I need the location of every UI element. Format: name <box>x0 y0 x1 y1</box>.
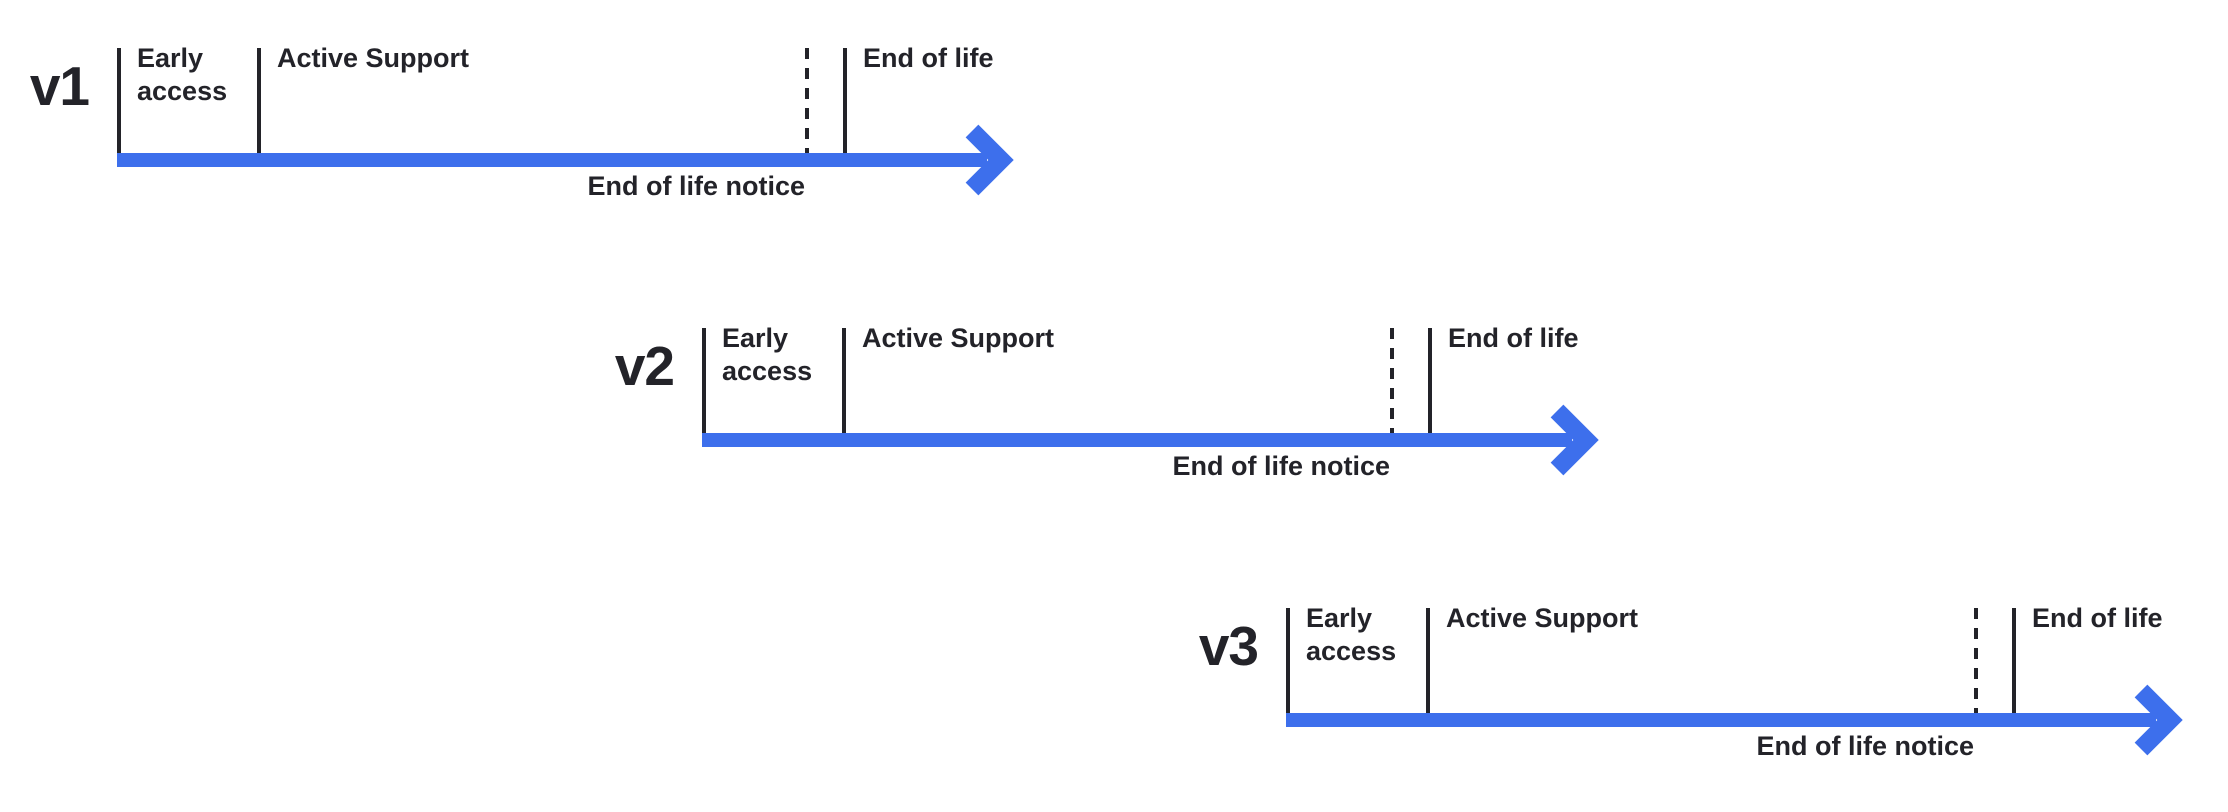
active-support-start-tick <box>1426 608 1430 713</box>
end-of-life-tick <box>843 48 847 153</box>
early-access-start-tick <box>1286 608 1290 713</box>
timeline-row-v2: v2 Early access Active Support End of li… <box>615 323 1662 518</box>
version-label-v2: v2 <box>614 335 675 397</box>
end-of-life-label: End of life <box>1448 323 1579 353</box>
end-of-life-label: End of life <box>2032 603 2163 633</box>
arrow-head-icon <box>2134 684 2183 756</box>
active-support-label: Active Support <box>1446 603 1639 633</box>
eol-notice-dashed-tick <box>805 48 809 153</box>
timeline-arrow-bar <box>1286 713 2156 727</box>
early-access-label: Early access <box>137 43 228 106</box>
timeline-row-v1: v1 Early access Active Support End of li… <box>30 43 1077 238</box>
end-of-life-tick <box>2012 608 2016 713</box>
timeline-row-v3: v3 Early access Active Support End of li… <box>1199 603 2228 798</box>
version-label-v3: v3 <box>1198 615 1259 677</box>
arrow-head-icon <box>1550 404 1599 476</box>
end-of-life-label: End of life <box>863 43 994 73</box>
arrow-head-icon <box>965 124 1014 196</box>
active-support-start-tick <box>842 328 846 433</box>
active-support-label: Active Support <box>277 43 470 73</box>
timeline-arrow-bar <box>702 433 1572 447</box>
active-support-label: Active Support <box>862 323 1055 353</box>
end-of-life-notice-label: End of life notice <box>1756 731 1974 761</box>
early-access-label: Early access <box>1306 603 1397 666</box>
end-of-life-notice-label: End of life notice <box>587 171 805 201</box>
early-access-start-tick <box>702 328 706 433</box>
active-support-start-tick <box>257 48 261 153</box>
early-access-start-tick <box>117 48 121 153</box>
end-of-life-notice-label: End of life notice <box>1172 451 1390 481</box>
version-label-v1: v1 <box>29 55 90 117</box>
end-of-life-tick <box>1428 328 1432 433</box>
eol-notice-dashed-tick <box>1390 328 1394 433</box>
early-access-label: Early access <box>722 323 813 386</box>
timeline-arrow-bar <box>117 153 987 167</box>
eol-notice-dashed-tick <box>1974 608 1978 713</box>
